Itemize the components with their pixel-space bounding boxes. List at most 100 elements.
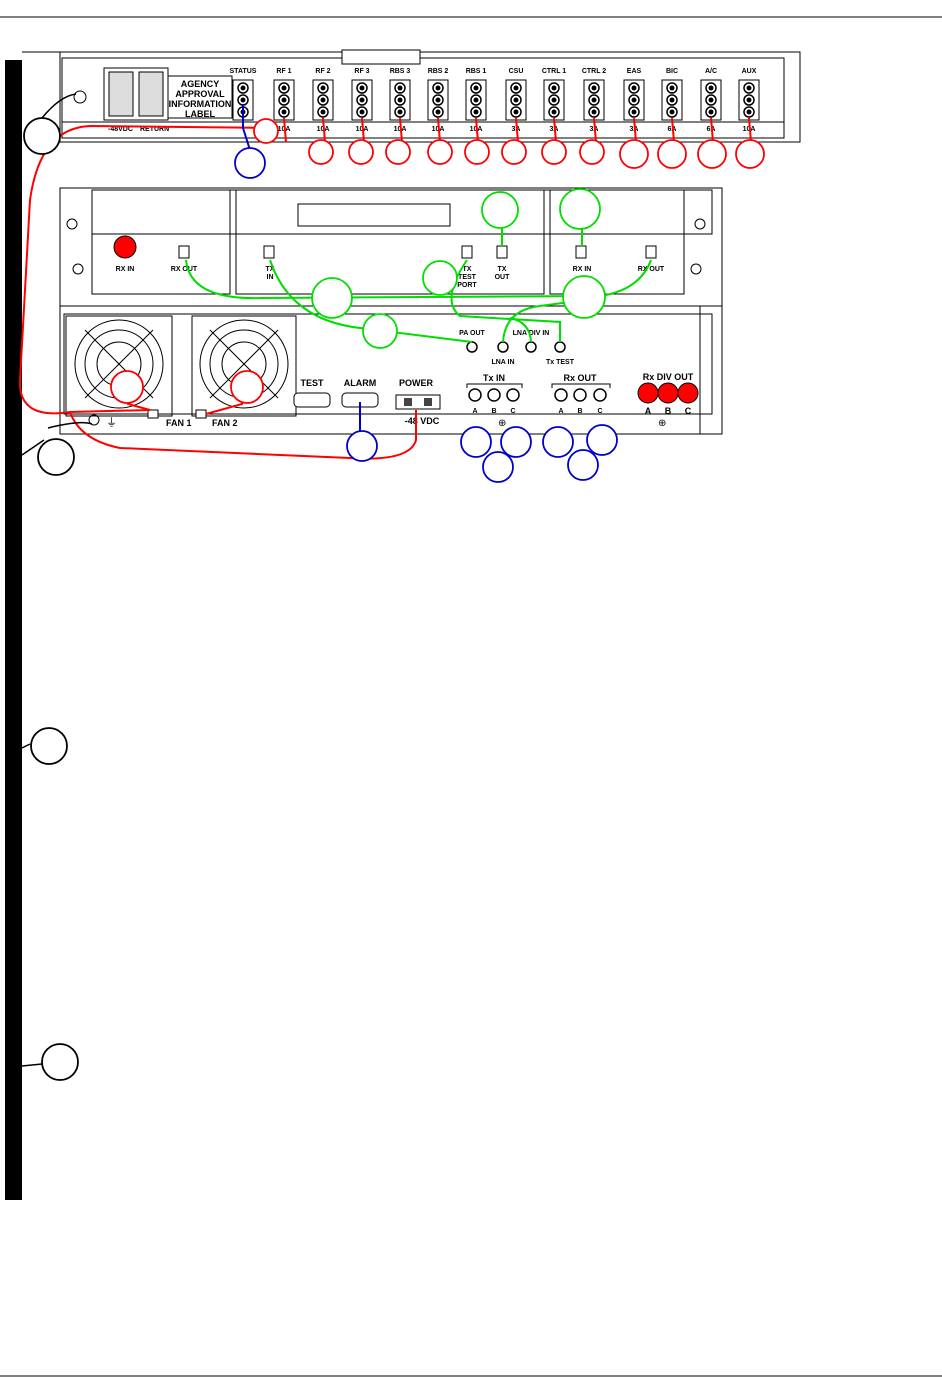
- breaker-name-label: CSU: [509, 68, 524, 75]
- callout-bubble: [427, 139, 453, 165]
- callout-bubble: [230, 370, 264, 404]
- agency-label-box: [167, 75, 233, 119]
- tx-in-c-port: [506, 388, 520, 402]
- breaker-stub-cable: [361, 117, 365, 143]
- center-port-3-line-1: TX: [498, 266, 507, 273]
- callout-bubble: [481, 191, 519, 229]
- callout-bubble: [735, 139, 765, 169]
- rx-out-abc-b: B: [577, 408, 582, 415]
- center-port-1-line-1: TX: [266, 266, 275, 273]
- rx-div-out-label: Rx DIV OUT: [643, 372, 694, 382]
- rx-div-abc-b: B: [665, 406, 672, 416]
- agency-label-line-2: APPROVAL: [175, 89, 225, 99]
- callout-bubble: [559, 188, 601, 230]
- tx-in-abc-c: C: [510, 408, 515, 415]
- breaker-name-label: EAS: [627, 68, 642, 75]
- agency-label-line-1: AGENCY: [181, 79, 220, 89]
- callout-bubble: [501, 139, 527, 165]
- lna-div-in-port: [525, 341, 537, 353]
- callout-bubble: [346, 430, 378, 462]
- input-label-return: RETURN: [140, 126, 169, 133]
- fan-1-connector: [147, 409, 159, 419]
- callout-bubbles: [23, 117, 765, 1081]
- callout-leader: [41, 93, 77, 119]
- left-port-label-1: RX IN: [116, 266, 135, 273]
- power-harness-cable: [18, 124, 417, 460]
- callout-bubble: [586, 424, 618, 456]
- rf-shelf: RX IN RX OUT TX IN TX TEST PORT TX OUT R…: [59, 187, 723, 307]
- breaker-name-label: CTRL 2: [582, 68, 606, 75]
- rack-rail: [5, 60, 22, 1200]
- tx-in-b-port: [487, 388, 501, 402]
- breaker-stub-cable: [322, 117, 326, 143]
- status-cable: [242, 104, 251, 151]
- left-port-label-2: RX OUT: [171, 266, 198, 273]
- breaker-name-label: RBS 3: [390, 68, 411, 75]
- callout-bubble: [619, 139, 649, 169]
- callout-bubble: [657, 139, 687, 169]
- lower-port-2-label: Tx TEST: [546, 359, 575, 366]
- center-port-2-line-3: PORT: [457, 282, 477, 289]
- center-port-1-line-2: IN: [267, 274, 274, 281]
- callout-bubble: [579, 139, 605, 165]
- breaker-stub-cable: [475, 117, 479, 143]
- callout-bubble: [697, 139, 727, 169]
- ground-screw: [88, 414, 100, 426]
- center-port-2-line-2: TEST: [458, 274, 477, 281]
- callout-bubble: [460, 426, 492, 458]
- callout-bubble: [482, 451, 514, 483]
- power-voltage-label: -48 VDC: [405, 416, 440, 426]
- rx-out-a-port: [554, 388, 568, 402]
- tx-in-abc-b: B: [491, 408, 496, 415]
- breaker-1: STATUS: [230, 68, 257, 121]
- agency-label-line-3: INFORMATION: [169, 99, 232, 109]
- tx-test-amp-port: [554, 341, 566, 353]
- fan-2-connector: [195, 409, 207, 419]
- callout-bubble: [311, 277, 353, 319]
- tx-in-port: [263, 245, 275, 259]
- breaker-stub-cable: [710, 117, 714, 143]
- breaker-name-label: STATUS: [230, 68, 257, 75]
- display-window: [297, 203, 451, 227]
- rx-div-abc-a: A: [645, 406, 652, 416]
- lna-in-port: [497, 341, 509, 353]
- tx-out-port: [496, 245, 508, 259]
- right-rx-out-port: [645, 245, 657, 259]
- callout-bubble: [253, 118, 279, 144]
- upper-port-1-label: PA OUT: [459, 330, 485, 337]
- callout-bubble: [23, 117, 61, 155]
- input-label-neg48: -48VDC: [108, 126, 133, 133]
- rf-jumper-tx-test: [450, 259, 561, 342]
- callout-bubble: [422, 260, 458, 296]
- callout-bubble: [37, 438, 75, 476]
- breaker-stub-cable: [437, 117, 441, 143]
- rx-in-indicator: [113, 235, 137, 259]
- callout-leader: [21, 421, 93, 456]
- tx-in-a-port: [468, 388, 482, 402]
- shelf-screw: [66, 218, 78, 230]
- callout-bubble: [385, 139, 411, 165]
- breaker-name-label: AUX: [742, 68, 757, 75]
- breaker-7: RBS 110A: [465, 68, 487, 133]
- power-distribution-panel: -48VDC RETURN AGENCY APPROVAL INFORMATIO…: [59, 49, 801, 143]
- breaker-5: RBS 310A: [389, 68, 411, 133]
- callout-bubble: [562, 275, 606, 319]
- callout-bubble: [362, 313, 398, 349]
- callout-bubble: [30, 727, 68, 765]
- breaker-stub-cable: [671, 117, 675, 143]
- callout-bubble: [308, 139, 334, 165]
- breaker-stub-cable: [633, 117, 637, 143]
- breaker-name-label: A/C: [705, 68, 717, 75]
- ground-icon: ⏚: [106, 416, 117, 429]
- breaker-name-label: RF 3: [354, 68, 369, 75]
- breaker-stub-cable: [593, 117, 597, 143]
- breaker-stub-cable: [748, 117, 752, 143]
- rx-out-c-port: [593, 388, 607, 402]
- tx-in-label: Tx IN: [483, 373, 505, 383]
- connector-label-alarm: ALARM: [344, 378, 377, 388]
- left-rx-out-port: [178, 245, 190, 259]
- rf-jumper-rx: [185, 259, 652, 300]
- breaker-name-label: RBS 2: [428, 68, 449, 75]
- fan-2-label: FAN 2: [212, 418, 238, 428]
